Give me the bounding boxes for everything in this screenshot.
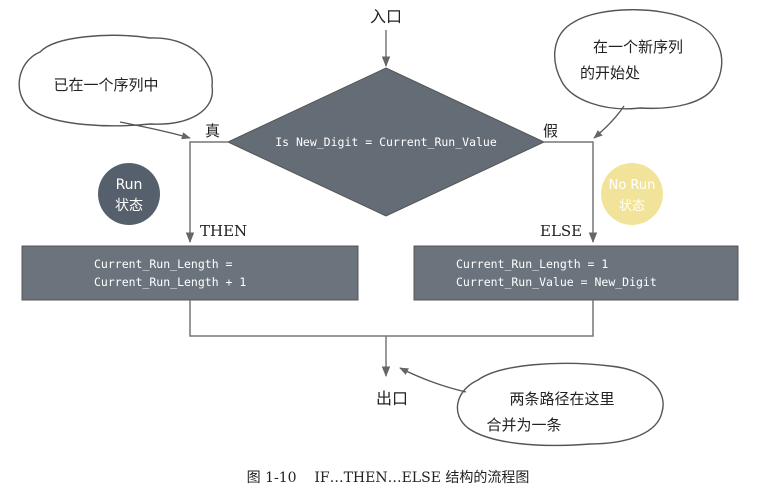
else-process-line1: Current_Run_Length = 1 <box>456 257 608 271</box>
in-sequence-pointer <box>119 121 191 140</box>
merge-connector <box>189 300 594 337</box>
entry-label: 入口 <box>370 7 402 26</box>
decision-condition: Is New_Digit = Current_Run_Value <box>275 135 497 149</box>
new-sequence-cloud <box>554 9 723 110</box>
merge-text-line1: 两条路径在这里 <box>509 390 614 408</box>
then-connector <box>185 141 228 244</box>
else-process-box <box>413 245 739 301</box>
merge-text-line2: 合并为一条 <box>486 416 561 434</box>
run-state-line1: Run <box>116 177 143 193</box>
decision-diamond <box>226 67 546 217</box>
new-sequence-pointer <box>593 105 625 139</box>
then-process-line2: Current_Run_Length + 1 <box>94 275 246 289</box>
else-connector <box>544 141 598 244</box>
run-state-line2: 状态 <box>115 198 143 214</box>
in-sequence-text: 已在一个序列中 <box>53 76 158 94</box>
in-sequence-cloud <box>18 34 214 127</box>
false-label: 假 <box>543 122 558 140</box>
new-sequence-text-line2: 的开始处 <box>580 64 640 82</box>
no-run-state-line2: 状态 <box>619 199 645 214</box>
exit-label: 出口 <box>376 389 408 408</box>
then-label: THEN <box>200 222 247 240</box>
merge-cloud <box>456 362 664 447</box>
new-sequence-text-line1: 在一个新序列 <box>593 38 683 56</box>
run-state-circle <box>98 163 160 225</box>
then-process-box <box>21 245 359 301</box>
true-label: 真 <box>205 122 220 140</box>
figure-caption: 图 1-10 IF…THEN…ELSE 结构的流程图 <box>247 470 530 486</box>
no-run-state-circle <box>601 163 663 225</box>
no-run-state-line1: No Run <box>609 178 656 193</box>
then-process-line1: Current_Run_Length = <box>94 257 233 271</box>
else-label: ELSE <box>540 222 582 240</box>
merge-pointer <box>399 367 467 393</box>
else-process-line2: Current_Run_Value = New_Digit <box>456 275 657 289</box>
